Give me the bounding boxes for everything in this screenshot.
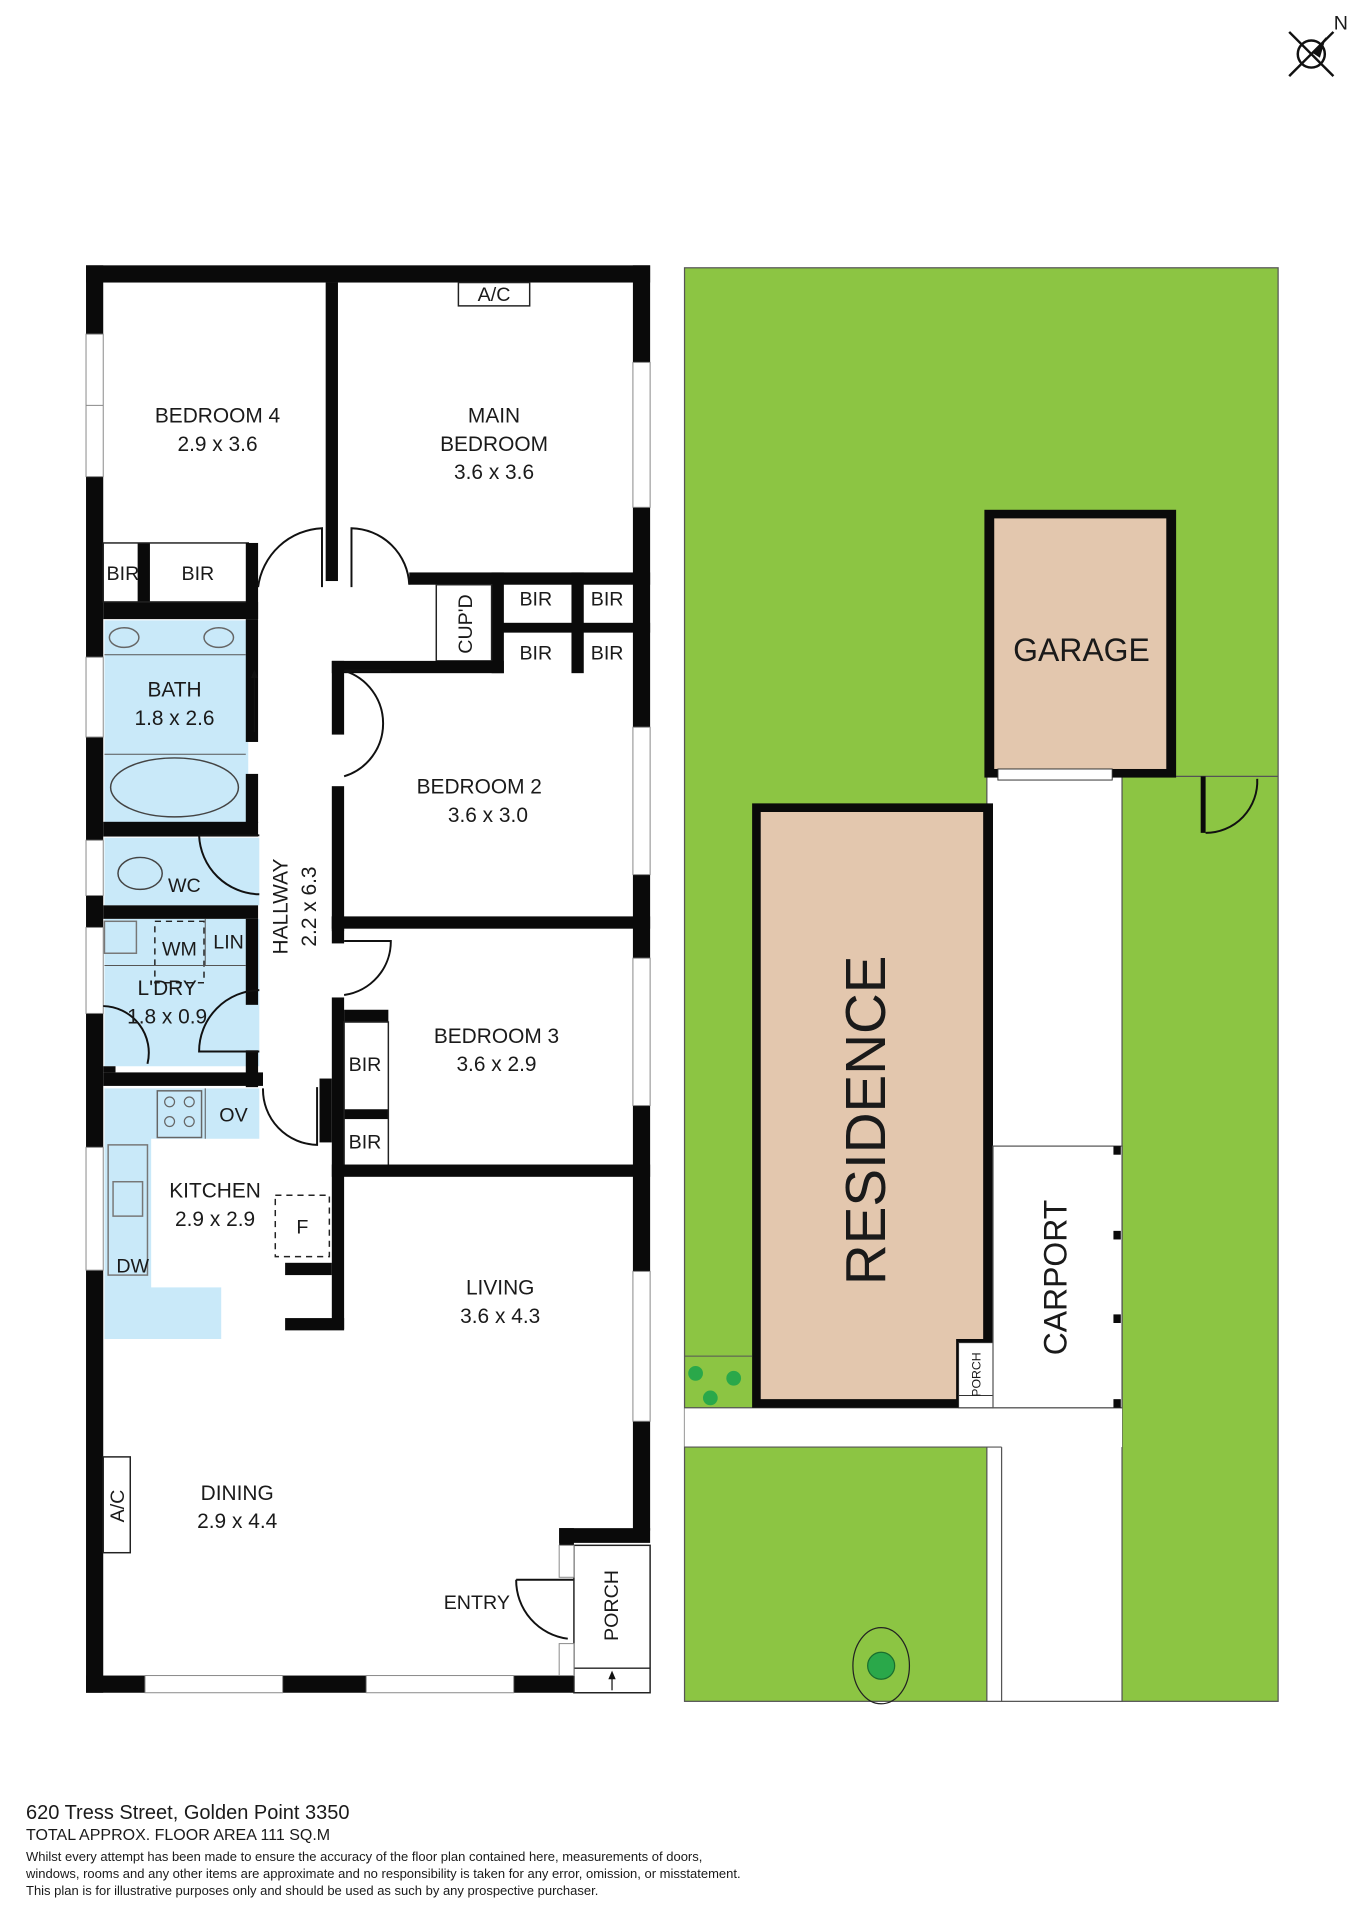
fridge-label: F [296, 1216, 308, 1238]
carport [992, 1145, 1123, 1409]
door-bedroom2[interactable] [343, 669, 391, 778]
room-name-living: LIVING [466, 1277, 534, 1300]
dishwasher-label: DW [116, 1256, 149, 1278]
north-label: N [1334, 12, 1348, 34]
oven-label: OV [219, 1105, 248, 1127]
room-dims-hallway: 2.2 x 6.3 [298, 867, 321, 947]
ac-dining-label: A/C [107, 1490, 129, 1523]
tree-icon [867, 1651, 896, 1680]
room-name-kitchen: KITCHEN [169, 1180, 261, 1203]
room-name-bedroom4: BEDROOM 4 [155, 405, 280, 428]
residence-label: RESIDENCE [834, 956, 897, 1286]
room-name-main-bedroom-2: BEDROOM [440, 433, 548, 456]
door-main-bedroom[interactable] [350, 527, 411, 588]
door-wc[interactable] [198, 834, 260, 896]
kitchen-bench [104, 1088, 260, 1339]
room-dims-living: 3.6 x 4.3 [460, 1305, 540, 1328]
bir-label: BIR [591, 643, 624, 665]
bir-label: BIR [519, 643, 552, 665]
porch-label: PORCH [601, 1570, 623, 1641]
linen-label: LIN [213, 931, 244, 953]
door-bedroom3[interactable] [343, 939, 392, 996]
room-name-laundry: L'DRY [137, 977, 196, 1000]
bath-floor [104, 620, 249, 824]
room-dims-bedroom3: 3.6 x 2.9 [456, 1053, 536, 1076]
north-arrow-icon: N [1288, 12, 1348, 78]
cupboard-label: CUP'D [455, 594, 477, 653]
door-kitchen[interactable] [262, 1087, 319, 1146]
total-floor-area: TOTAL APPROX. FLOOR AREA 111 SQ.M [26, 1827, 331, 1844]
door-bedroom4[interactable] [257, 527, 323, 588]
room-dims-main-bedroom: 3.6 x 3.6 [454, 461, 534, 484]
bir-label: BIR [181, 563, 214, 585]
door-laundry-external[interactable] [103, 1005, 150, 1065]
room-dims-bedroom4: 2.9 x 3.6 [177, 433, 257, 456]
room-name-hallway: HALLWAY [270, 859, 293, 955]
floor-plan: BEDROOM 4 2.9 x 3.6 MAIN BEDROOM 3.6 x 3… [85, 265, 651, 1694]
room-name-bedroom3: BEDROOM 3 [434, 1025, 559, 1048]
bir-label: BIR [591, 589, 624, 611]
garage-label: GARAGE [1013, 632, 1150, 668]
room-dims-bath: 1.8 x 2.6 [134, 707, 214, 730]
entry-label: ENTRY [444, 1592, 510, 1614]
bir-label: BIR [107, 563, 140, 585]
shrub-icon [726, 1370, 742, 1386]
room-name-bath: BATH [147, 679, 201, 702]
room-name-dining: DINING [201, 1482, 274, 1505]
carport-label: CARPORT [1038, 1200, 1074, 1356]
bir-label: BIR [349, 1054, 382, 1076]
disclaimer-line: Whilst every attempt has been made to en… [26, 1849, 703, 1864]
tree-canopy-icon [852, 1627, 911, 1705]
disclaimer: Whilst every attempt has been made to en… [26, 1848, 786, 1899]
door-laundry[interactable] [198, 989, 260, 1053]
washing-machine-label: WM [162, 939, 197, 961]
laundry-floor [104, 918, 260, 1067]
bir-label: BIR [349, 1132, 382, 1154]
disclaimer-line: This plan is for illustrative purposes o… [26, 1883, 599, 1898]
shrub-icon [702, 1390, 718, 1406]
garage-door [997, 768, 1113, 781]
room-dims-bedroom2: 3.6 x 3.0 [448, 804, 528, 827]
gate[interactable] [1205, 778, 1259, 834]
ac-unit-label: A/C [478, 284, 511, 306]
room-name-bedroom2: BEDROOM 2 [417, 776, 542, 799]
site-plan: GARAGE PORCH RESIDENCE CARPORT [683, 267, 1279, 1705]
room-dims-laundry: 1.8 x 0.9 [127, 1005, 207, 1028]
site-porch-label: PORCH [970, 1352, 984, 1396]
path [684, 1407, 1123, 1448]
bir-label: BIR [519, 589, 552, 611]
room-name-main-bedroom-1: MAIN [468, 405, 520, 428]
room-dims-kitchen: 2.9 x 2.9 [175, 1208, 255, 1231]
shrub-icon [688, 1365, 703, 1381]
property-address: 620 Tress Street, Golden Point 3350 [26, 1802, 350, 1824]
door-entry[interactable] [515, 1578, 574, 1640]
disclaimer-line: windows, rooms and any other items are a… [26, 1866, 741, 1881]
wc-label: WC [168, 875, 201, 897]
room-dims-dining: 2.9 x 4.4 [197, 1510, 277, 1533]
wc-floor [104, 837, 260, 906]
